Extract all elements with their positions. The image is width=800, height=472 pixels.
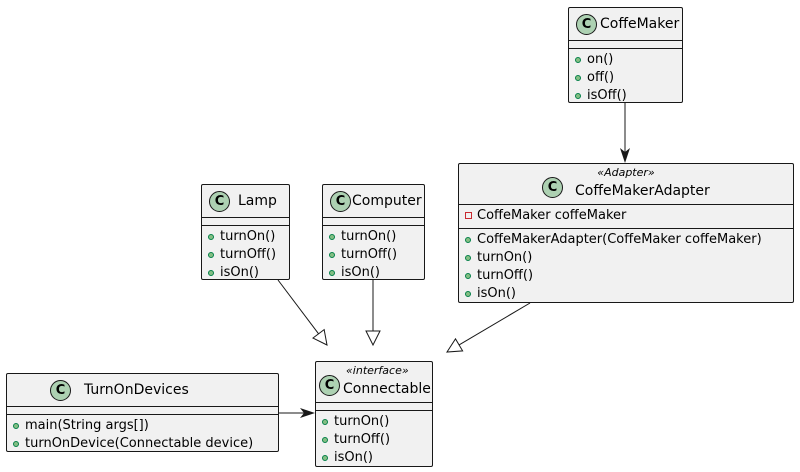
class-coffemakeradapter[interactable]: «Adapter» C CoffeMakerAdapter CoffeMaker… xyxy=(458,163,794,303)
class-header: C Computer xyxy=(323,185,424,217)
class-lamp[interactable]: C Lamp turnOn() turnOff() isOn() xyxy=(201,184,290,280)
method-row: main(String args[]) xyxy=(7,417,278,435)
class-header: C CoffeMaker xyxy=(569,8,682,40)
class-header: «interface» C Connectable xyxy=(316,362,432,402)
relation-lamp-to-connectable xyxy=(277,279,328,346)
realization-arrowhead xyxy=(446,337,464,353)
class-name: Lamp xyxy=(238,193,277,209)
methods-divider xyxy=(7,414,278,415)
public-visibility-icon xyxy=(13,441,19,447)
association-arrowhead xyxy=(620,148,630,163)
class-icon: C xyxy=(542,177,563,198)
public-visibility-icon xyxy=(322,419,328,425)
method-row: CoffeMakerAdapter(CoffeMaker coffeMaker) xyxy=(459,231,793,249)
class-turnondevices[interactable]: C TurnOnDevices main(String args[]) turn… xyxy=(6,373,279,452)
field-row: CoffeMaker coffeMaker xyxy=(459,207,793,225)
class-coffemaker[interactable]: C CoffeMaker on() off() isOff() xyxy=(568,7,683,103)
private-visibility-icon xyxy=(465,212,472,219)
class-name: Connectable xyxy=(343,381,431,397)
methods-divider xyxy=(323,225,424,226)
methods-list: turnOn() turnOff() isOn() xyxy=(316,413,432,467)
fields-divider xyxy=(459,204,793,205)
public-visibility-icon xyxy=(208,270,214,276)
methods-list: turnOn() turnOff() isOn() xyxy=(202,228,289,282)
method-row: turnOff() xyxy=(459,267,793,285)
methods-divider xyxy=(316,410,432,411)
method-row: isOn() xyxy=(316,449,432,467)
method-row: isOff() xyxy=(569,87,682,105)
method-row: isOn() xyxy=(459,285,793,303)
fields-divider xyxy=(569,40,682,41)
fields-list: CoffeMaker coffeMaker xyxy=(459,207,793,225)
method-row: turnOn() xyxy=(459,249,793,267)
methods-list: turnOn() turnOff() isOn() xyxy=(323,228,424,282)
class-name: CoffeMaker xyxy=(600,16,680,32)
relation-adapter-to-connectable xyxy=(446,302,531,353)
class-icon: C xyxy=(209,191,230,212)
class-name: TurnOnDevices xyxy=(84,382,189,398)
methods-divider xyxy=(569,48,682,49)
method-row: turnOff() xyxy=(202,246,289,264)
public-visibility-icon xyxy=(322,437,328,443)
class-computer[interactable]: C Computer turnOn() turnOff() isOn() xyxy=(322,184,425,280)
class-header: C Lamp xyxy=(202,185,289,217)
methods-divider xyxy=(202,225,289,226)
method-row: turnOnDevice(Connectable device) xyxy=(7,435,278,453)
method-row: turnOff() xyxy=(323,246,424,264)
fields-divider xyxy=(323,217,424,218)
realization-arrowhead xyxy=(365,330,381,347)
method-row: turnOn() xyxy=(202,228,289,246)
fields-divider xyxy=(316,402,432,403)
method-row: turnOn() xyxy=(316,413,432,431)
class-name: CoffeMakerAdapter xyxy=(575,183,710,199)
public-visibility-icon xyxy=(465,273,471,279)
method-row: off() xyxy=(569,69,682,87)
class-icon: C xyxy=(50,380,71,401)
class-name: Computer xyxy=(352,193,422,209)
class-stereotype: «interface» xyxy=(346,364,409,377)
method-row: turnOff() xyxy=(316,431,432,449)
methods-list: main(String args[]) turnOnDevice(Connect… xyxy=(7,417,278,453)
public-visibility-icon xyxy=(13,423,19,429)
public-visibility-icon xyxy=(329,252,335,258)
public-visibility-icon xyxy=(208,252,214,258)
public-visibility-icon xyxy=(329,270,335,276)
public-visibility-icon xyxy=(575,75,581,81)
method-row: isOn() xyxy=(323,264,424,282)
association-arrowhead xyxy=(300,408,315,418)
interface-connectable[interactable]: «interface» C Connectable turnOn() turnO… xyxy=(315,361,433,467)
class-icon: C xyxy=(330,191,351,212)
class-header: «Adapter» C CoffeMakerAdapter xyxy=(459,164,793,204)
realization-arrowhead xyxy=(312,328,328,346)
public-visibility-icon xyxy=(329,234,335,240)
methods-divider xyxy=(459,228,793,229)
methods-list: CoffeMakerAdapter(CoffeMaker coffeMaker)… xyxy=(459,231,793,303)
public-visibility-icon xyxy=(575,93,581,99)
public-visibility-icon xyxy=(465,255,471,261)
class-stereotype: «Adapter» xyxy=(597,166,655,179)
method-row: on() xyxy=(569,51,682,69)
relation-line xyxy=(277,279,319,335)
class-icon: C xyxy=(319,375,340,396)
class-header: C TurnOnDevices xyxy=(7,374,278,406)
method-row: isOn() xyxy=(202,264,289,282)
relation-computer-to-connectable xyxy=(365,280,381,347)
public-visibility-icon xyxy=(465,237,471,243)
public-visibility-icon xyxy=(322,455,328,461)
methods-list: on() off() isOff() xyxy=(569,51,682,105)
method-row: turnOn() xyxy=(323,228,424,246)
public-visibility-icon xyxy=(575,57,581,63)
fields-divider xyxy=(202,217,289,218)
relation-coffemaker-to-adapter xyxy=(620,103,630,163)
public-visibility-icon xyxy=(208,234,214,240)
public-visibility-icon xyxy=(465,291,471,297)
fields-divider xyxy=(7,406,278,407)
relation-turnondevices-to-connectable xyxy=(279,408,315,418)
relation-line xyxy=(458,302,531,346)
class-icon: C xyxy=(576,14,597,35)
